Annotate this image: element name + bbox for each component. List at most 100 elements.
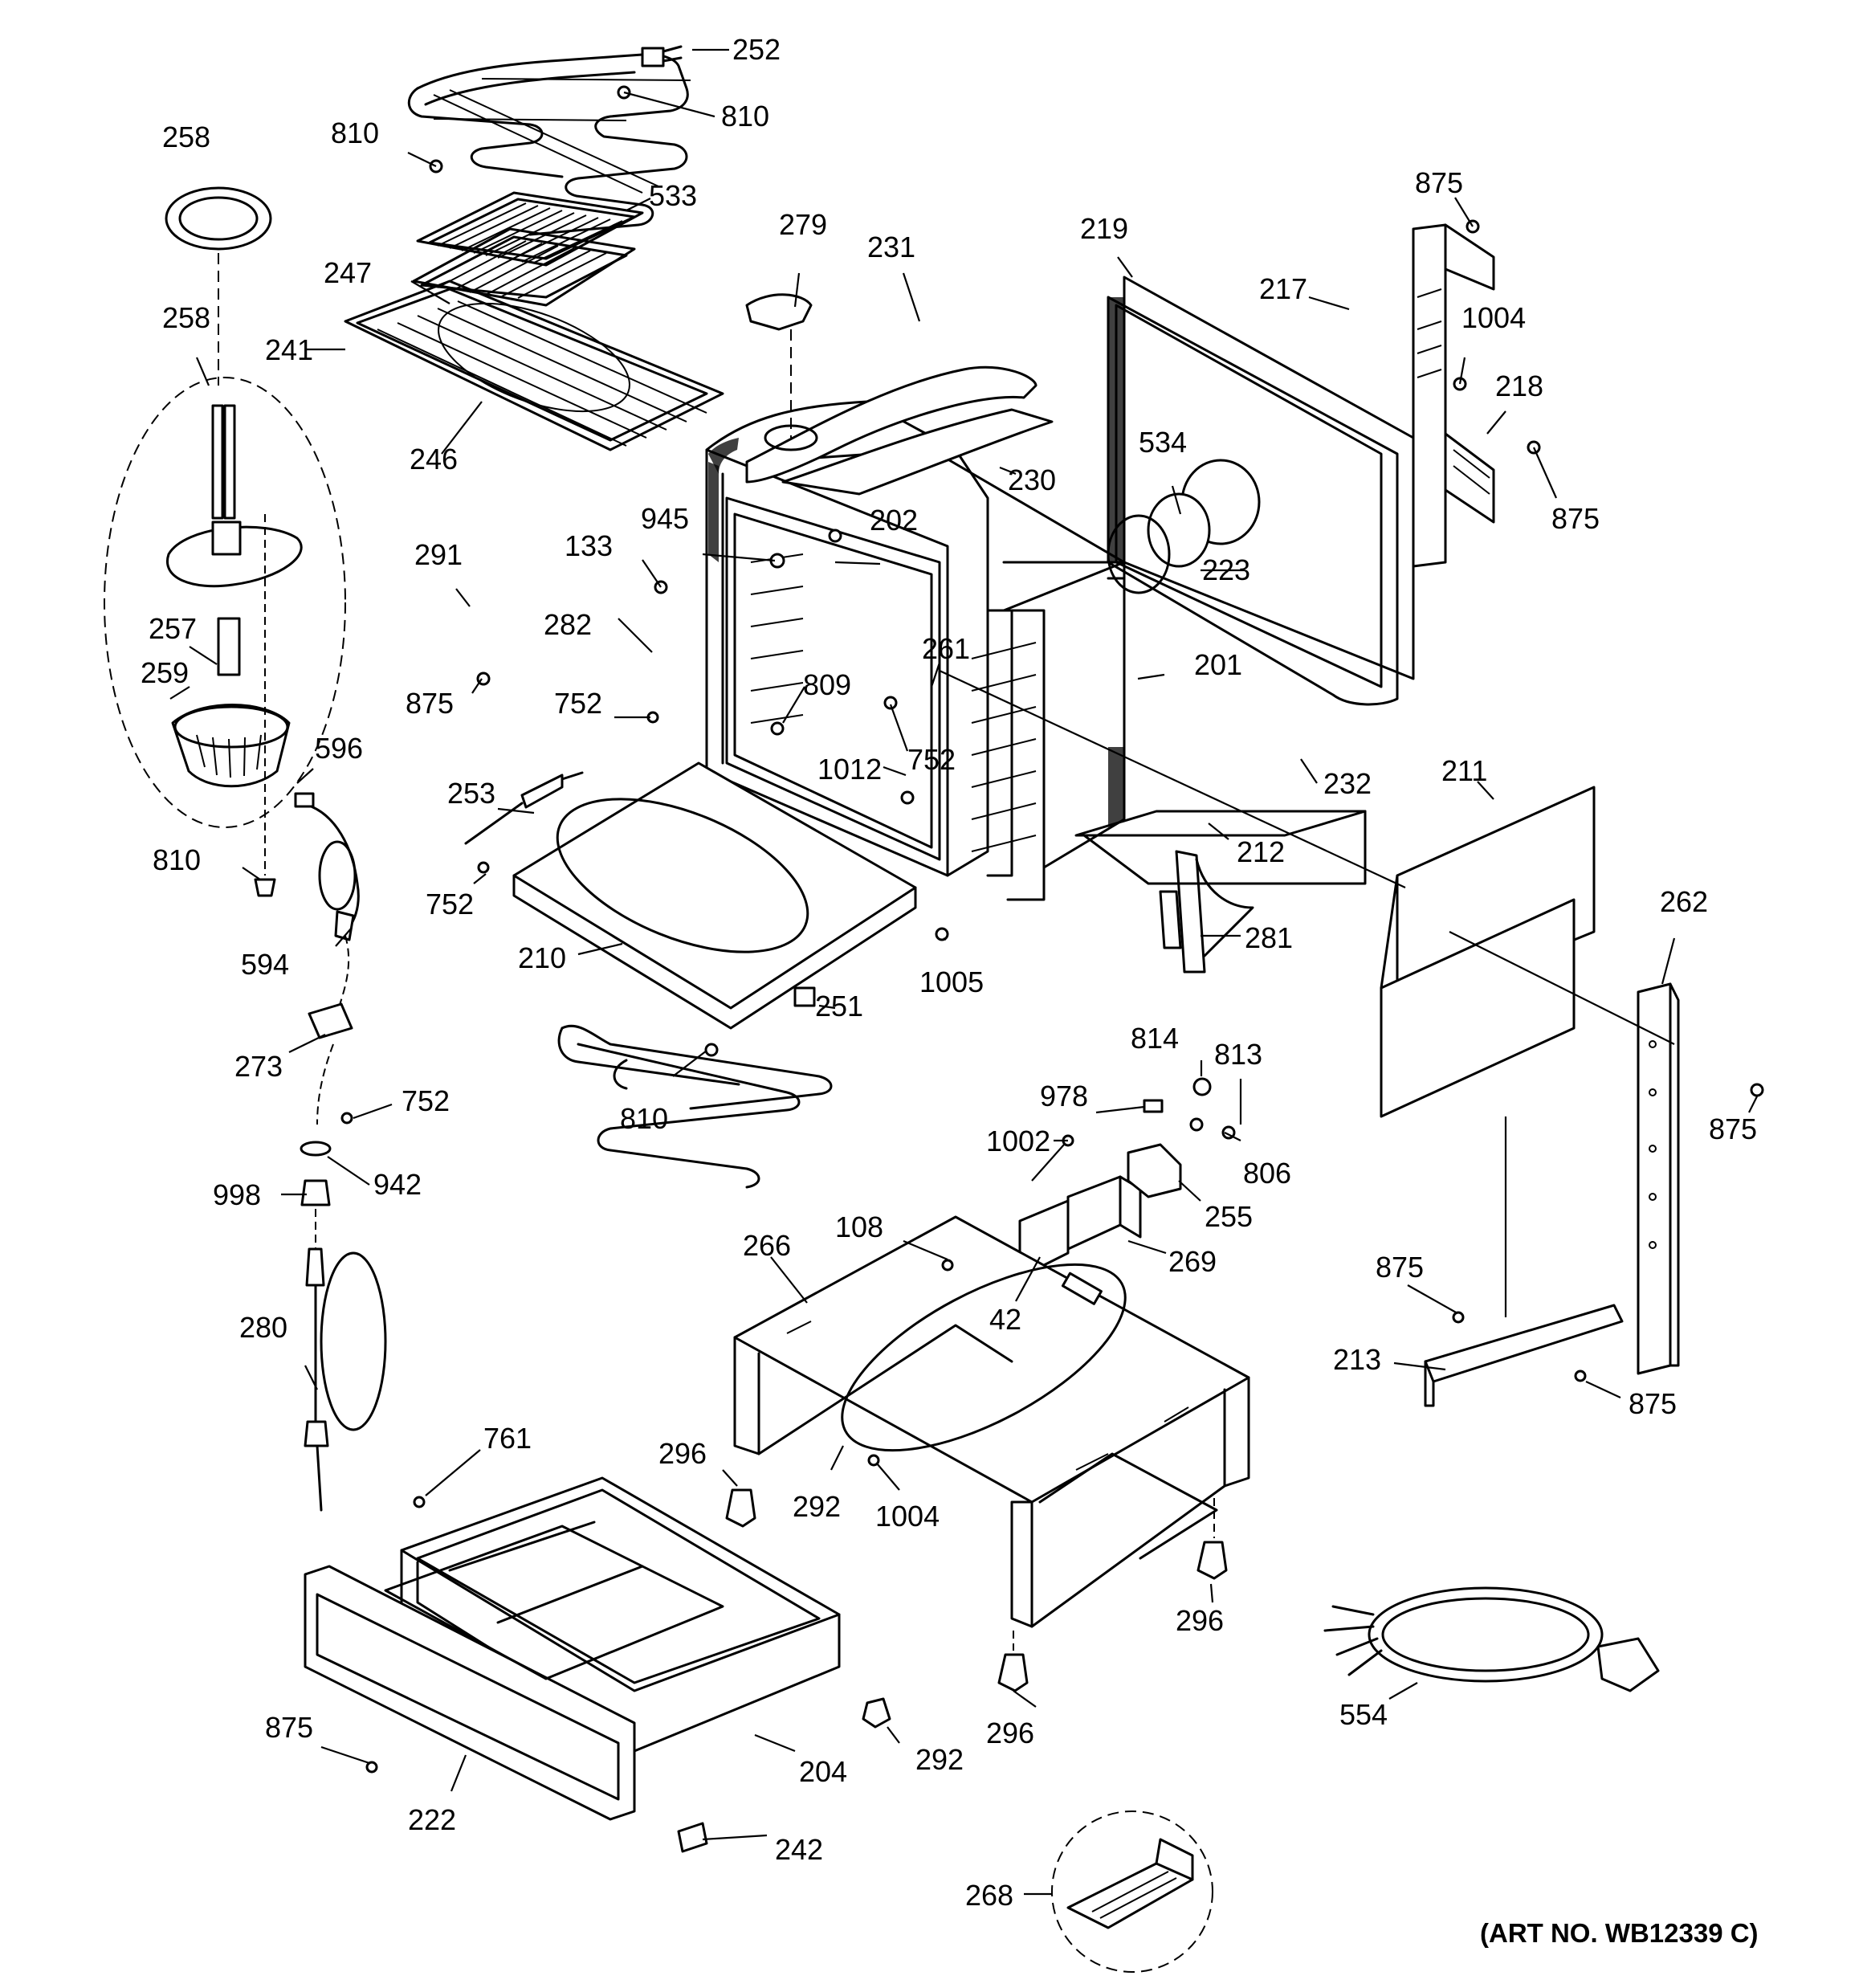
callout-label: 42 [989,1303,1021,1336]
terminal-block-drawing [1018,1077,1236,1279]
callout-label: 259 [141,656,189,689]
door-hinge-drawing [1159,850,1254,974]
power-cord-drawing [1323,1586,1660,1692]
callout-label: 201 [1194,648,1242,681]
callout-label: 253 [447,777,495,810]
callout-label: 875 [1415,166,1463,199]
callout-label: 806 [1243,1157,1291,1190]
callout-label: 257 [149,612,197,645]
callout-label: 266 [743,1229,791,1262]
callout-label: 810 [620,1102,668,1135]
callout-labels: 252 810 810 258 533 875 279 231 219 217 … [141,33,1757,1912]
callout-label: 262 [1660,885,1708,918]
leveling-legs-drawing [725,1488,1228,1692]
callout-label: 268 [965,1879,1013,1912]
callout-label: 810 [153,843,201,876]
callout-label: 241 [265,333,313,366]
broil-element-drawing [407,45,691,236]
callout-label: 202 [870,504,918,537]
callout-label: 752 [402,1084,450,1117]
callout-label: 813 [1214,1038,1262,1071]
callout-label: 752 [426,888,474,921]
callout-label: 247 [324,256,372,289]
art-number: (ART NO. WB12339 C) [1480,1918,1759,1948]
callout-label: 255 [1205,1200,1253,1233]
callout-label: 282 [544,608,592,641]
callout-label: 978 [1040,1080,1088,1112]
callout-label: 752 [554,687,602,720]
callout-label: 292 [793,1490,841,1523]
callout-label: 810 [331,116,379,149]
callout-label: 945 [641,502,689,535]
callout-label: 1002 [986,1125,1050,1157]
callout-label: 292 [915,1743,964,1776]
callout-label: 280 [239,1311,287,1344]
rear-panel-drawing [1107,223,1495,706]
callout-label: 269 [1168,1245,1217,1278]
callout-label: 230 [1008,463,1056,496]
callout-label: 258 [162,120,210,153]
callout-label: 942 [373,1168,422,1201]
callout-label: 222 [408,1803,456,1836]
callout-label: 231 [867,231,915,263]
callout-label: 246 [410,443,458,476]
callout-label: 219 [1080,212,1128,245]
callout-label: 296 [986,1717,1034,1749]
storage-drawer-drawing [304,1476,891,1853]
callout-label: 1012 [817,753,882,786]
callout-label: 210 [518,941,566,974]
callout-label: 204 [799,1755,847,1788]
callout-label: 273 [234,1050,283,1083]
callout-leader-lines [169,48,1758,1896]
callout-label: 875 [1551,502,1600,535]
callout-label: 108 [835,1210,883,1243]
callout-label: 217 [1259,272,1307,305]
callout-label: 232 [1323,767,1372,800]
callout-label: 242 [775,1833,823,1866]
callout-label: 258 [162,301,210,334]
callout-label: 1004 [1461,301,1526,334]
callout-label: 596 [315,732,363,765]
callout-label: 554 [1339,1698,1388,1731]
callout-label: 211 [1441,754,1487,787]
side-panels-drawing [939,670,1680,1407]
callout-label: 281 [1245,921,1293,954]
lower-trim-drawing [1074,810,1367,885]
callout-label: 223 [1202,553,1250,586]
callout-label: 212 [1237,835,1285,868]
callout-label: 533 [649,179,697,212]
callout-label: 875 [265,1711,313,1744]
callout-label: 1005 [919,965,984,998]
callout-label: 814 [1131,1022,1179,1055]
callout-label: 761 [483,1422,532,1455]
racks-and-broiler-pan-drawing [344,191,724,451]
callout-label: 279 [779,208,827,241]
callout-label: 291 [414,538,463,571]
callout-label: 810 [721,100,769,133]
detail-circle-drawing [1051,1810,1213,1973]
callout-label: 875 [1629,1387,1677,1420]
callout-label: 218 [1495,369,1543,402]
callout-label: 296 [658,1437,707,1470]
base-frame-drawing [733,1215,1250,1628]
temperature-probe-drawing [294,792,387,1512]
callout-label: 534 [1139,426,1187,459]
vent-duct-drawing [745,293,1054,496]
callout-label: 594 [241,948,289,981]
fastener-screws [340,85,1764,1774]
callout-label: 752 [907,743,956,776]
callout-label: 809 [803,668,851,701]
callout-label: 133 [565,529,613,562]
callout-label: 261 [922,632,970,665]
callout-label: 252 [732,33,781,66]
callout-label: 875 [406,687,454,720]
callout-label: 875 [1376,1251,1424,1284]
inner-door-and-bake-element-drawing [464,761,917,1189]
callout-label: 1004 [875,1500,940,1533]
convection-fan-assembly-drawing [104,186,346,897]
callout-label: 998 [213,1178,261,1211]
callout-label: 213 [1333,1343,1381,1376]
callout-label: 251 [815,990,863,1023]
callout-label: 296 [1176,1604,1224,1637]
